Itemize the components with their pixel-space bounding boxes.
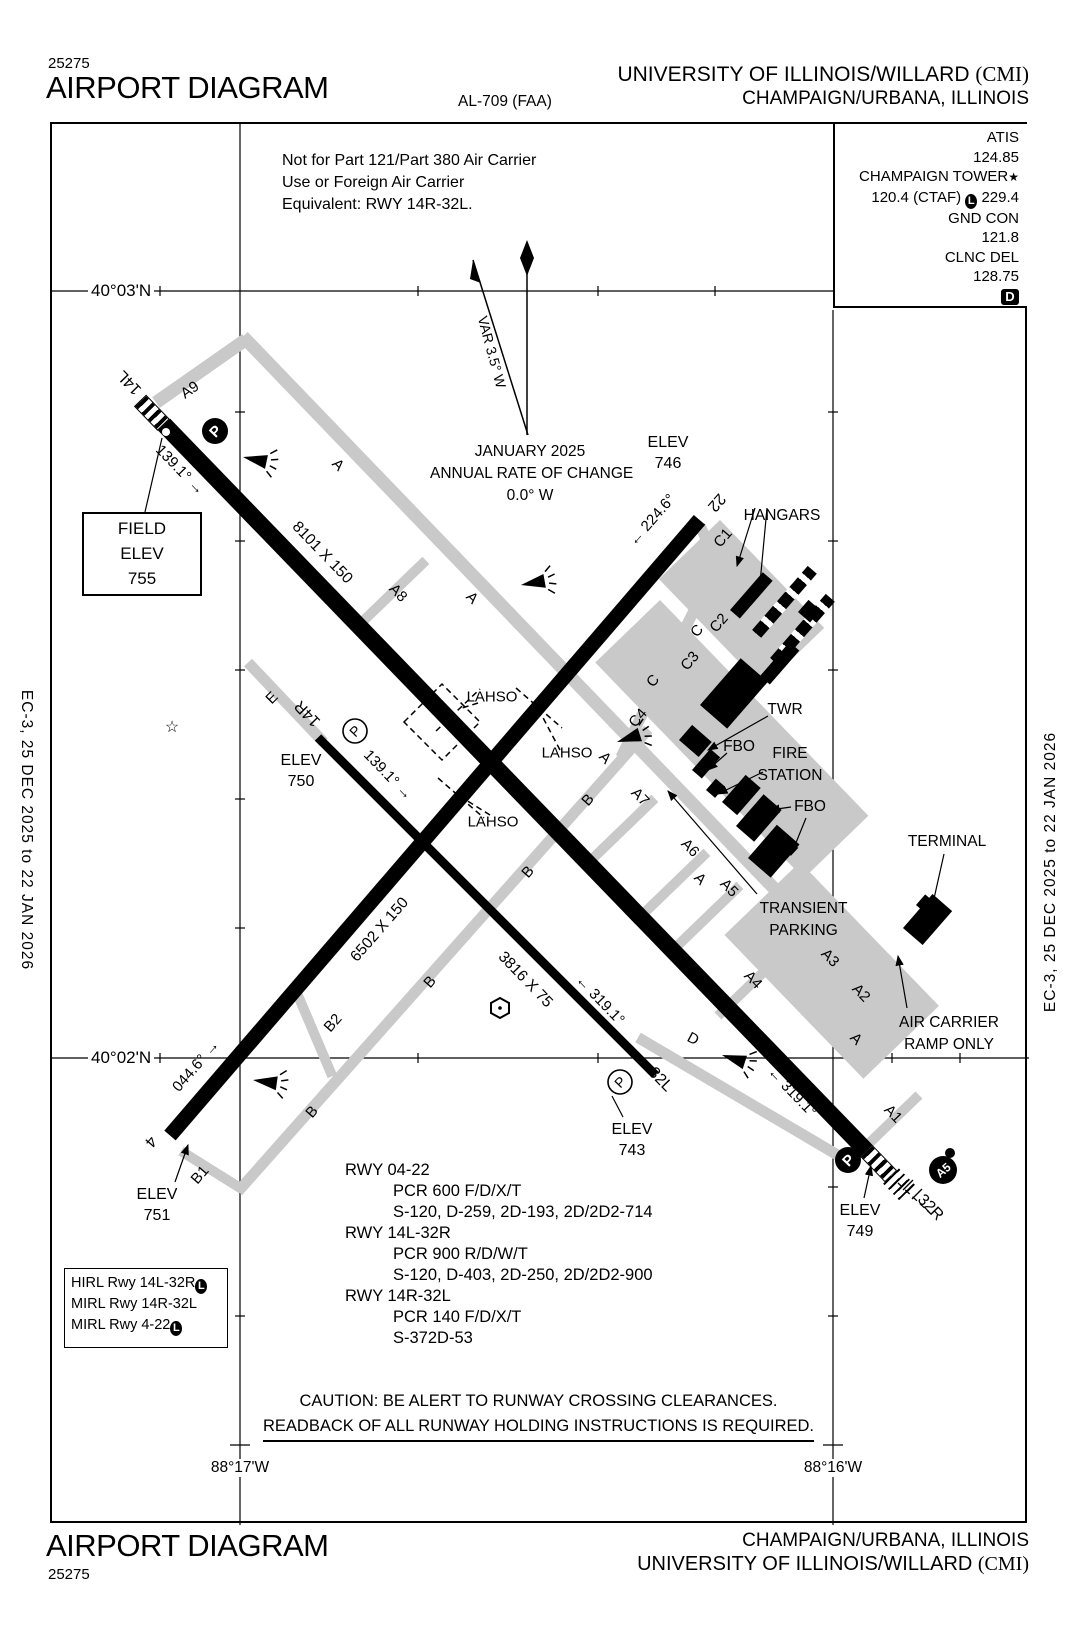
gnd-freq: 121.8 bbox=[981, 229, 1019, 246]
footer-title: AIRPORT DIAGRAM bbox=[46, 1528, 329, 1563]
terminal-label: TERMINAL bbox=[907, 833, 987, 850]
field-elev-box: FIELD ELEV 755 bbox=[82, 512, 202, 596]
caution-block: CAUTION: BE ALERT TO RUNWAY CROSSING CLE… bbox=[50, 1389, 1027, 1442]
l-class-icon: L bbox=[195, 1279, 208, 1294]
edge-date-left: EC-3, 25 DEC 2025 to 22 JAN 2026 bbox=[18, 689, 35, 971]
footer-airport: UNIVERSITY OF ILLINOIS/WILLARD (CMI) bbox=[637, 1553, 1029, 1576]
hangars-label: HANGARS bbox=[743, 507, 821, 524]
caution-line-1: CAUTION: BE ALERT TO RUNWAY CROSSING CLE… bbox=[299, 1392, 778, 1410]
runway-data-line: PCR 900 R/D/W/T bbox=[393, 1245, 528, 1263]
tower-label: CHAMPAIGN TOWER★ bbox=[859, 168, 1019, 185]
map-frame bbox=[50, 122, 1027, 1523]
tower-star-icon: ★ bbox=[1008, 170, 1019, 184]
page-title: AIRPORT DIAGRAM bbox=[46, 70, 329, 105]
airport-name-text: UNIVERSITY OF ILLINOIS/WILLARD bbox=[617, 63, 970, 86]
tower-label-map: TWR bbox=[767, 701, 803, 718]
runway-data-line: PCR 600 F/D/X/T bbox=[393, 1182, 522, 1200]
runway-data-line: S-120, D-403, 2D-250, 2D/2D2-900 bbox=[393, 1266, 653, 1284]
footer-airport-text: UNIVERSITY OF ILLINOIS/WILLARD bbox=[637, 1553, 973, 1575]
runway-data-line: RWY 04-22 bbox=[345, 1161, 430, 1179]
lighting-line: MIRL Rwy 14R-32L bbox=[71, 1296, 197, 1312]
chart-number-top: 25275 bbox=[48, 55, 90, 72]
footer-airport-icao: (CMI) bbox=[977, 1553, 1029, 1575]
carrier-note: Not for Part 121/Part 380 Air Carrier Us… bbox=[282, 152, 537, 213]
gnd-label: GND CON bbox=[948, 209, 1019, 227]
caution-line-2: READBACK OF ALL RUNWAY HOLDING INSTRUCTI… bbox=[262, 1414, 814, 1442]
comm-frequencies-box: ATIS 124.85 CHAMPAIGN TOWER★ 120.4 (CTAF… bbox=[833, 124, 1027, 308]
atis-label: ATIS bbox=[986, 129, 1019, 146]
runway-data-line: RWY 14R-32L bbox=[345, 1287, 451, 1305]
clnc-freq: 128.75 bbox=[973, 268, 1019, 285]
fbo-south-label: FBO bbox=[794, 798, 826, 815]
atis-freq: 124.85 bbox=[973, 148, 1019, 166]
beacon-star-icon: ☆ bbox=[164, 719, 180, 736]
runway-data-line: S-120, D-259, 2D-193, 2D/2D2-714 bbox=[393, 1203, 653, 1221]
runway-data-line: S-372D-53 bbox=[393, 1329, 473, 1347]
lahso-label: LAHSO bbox=[466, 688, 518, 706]
latitude-label-top: 40°03'N bbox=[88, 281, 155, 301]
clnc-label: CLNC DEL bbox=[944, 248, 1019, 266]
d-symbol-icon: D bbox=[1001, 288, 1019, 305]
annual-rate-block: JANUARY 2025 ANNUAL RATE OF CHANGE 0.0° … bbox=[430, 443, 634, 504]
airport-icao: (CMI) bbox=[975, 62, 1029, 86]
latitude-label-bottom: 40°02'N bbox=[88, 1048, 155, 1068]
l-class-icon: L bbox=[965, 193, 978, 209]
al-number: AL-709 (FAA) bbox=[458, 93, 552, 110]
tower-freqs: 120.4 (CTAF) L 229.4 bbox=[871, 188, 1019, 209]
airport-city-header: CHAMPAIGN/URBANA, ILLINOIS bbox=[742, 88, 1029, 109]
runway-data-line: PCR 140 F/D/X/T bbox=[393, 1308, 522, 1326]
longitude-label-left: 88°17'W bbox=[207, 1459, 273, 1477]
runway-data-line: RWY 14L-32R bbox=[345, 1224, 451, 1242]
lahso-label: LAHSO bbox=[541, 744, 593, 762]
lahso-label: LAHSO bbox=[467, 813, 519, 831]
l-class-icon: L bbox=[170, 1321, 183, 1336]
longitude-label-right: 88°16'W bbox=[800, 1459, 866, 1477]
runway-data-block: RWY 04-22 PCR 600 F/D/X/T S-120, D-259, … bbox=[345, 1160, 653, 1349]
chart-number-bottom: 25275 bbox=[48, 1566, 90, 1583]
footer-city: CHAMPAIGN/URBANA, ILLINOIS bbox=[742, 1530, 1029, 1551]
airport-name-header: UNIVERSITY OF ILLINOIS/WILLARD (CMI) bbox=[617, 62, 1029, 87]
edge-date-right: EC-3, 25 DEC 2025 to 22 JAN 2026 bbox=[1042, 731, 1059, 1013]
